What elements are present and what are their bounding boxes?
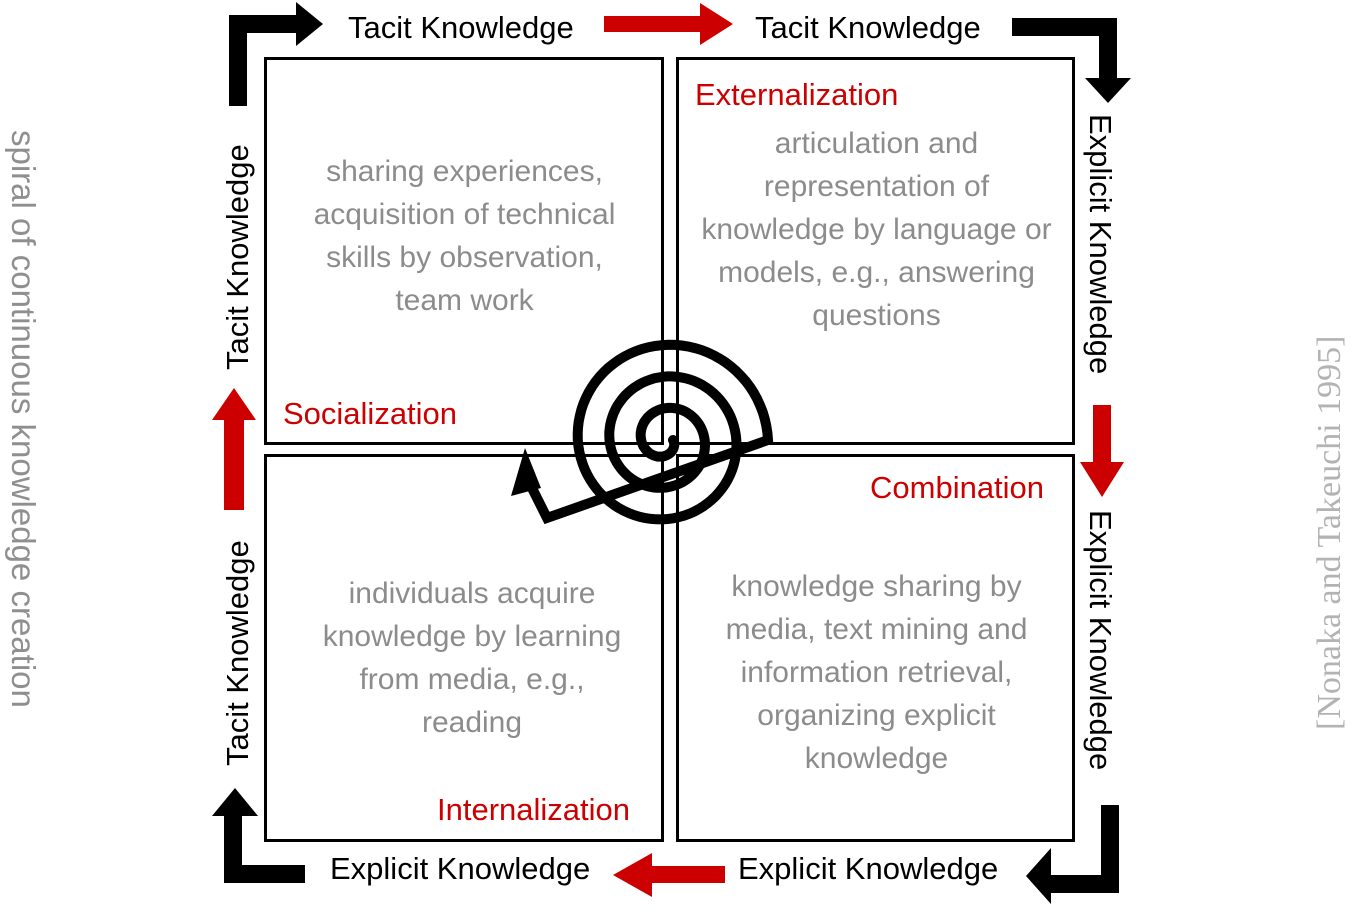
spiral-arrowhead: [511, 448, 541, 496]
flow-label-right-bottom-box: Explicit Knowledge: [1082, 510, 1120, 784]
socialization-title: Socialization: [283, 396, 458, 431]
knowledge-spiral: [527, 339, 774, 525]
citation-box: [Nonaka and Takeuchi 1995]: [1311, 168, 1355, 730]
corner-arrow-top-left: [229, 2, 323, 106]
quadrant-socialization: sharing experiences, acquisition of tech…: [264, 57, 664, 445]
flow-label-left-top-box: Tacit Knowledge: [220, 134, 258, 370]
combination-title: Combination: [870, 470, 1045, 505]
flow-label-left-bottom-box: Tacit Knowledge: [220, 530, 258, 766]
red-arrows: [212, 3, 1124, 897]
flow-label-right-top: Explicit Knowledge: [1083, 114, 1118, 375]
red-arrow-right: [604, 3, 733, 45]
internalization-description: individuals acquire knowledge by learnin…: [322, 577, 622, 739]
flow-label-bottom-right: Explicit Knowledge: [738, 851, 999, 886]
corner-arrow-bottom-left: [212, 788, 305, 883]
externalization-title: Externalization: [695, 77, 899, 112]
red-arrow-left: [613, 853, 725, 897]
flow-label-top-right: Tacit Knowledge: [755, 10, 981, 45]
combination-description: knowledge sharing by media, text mining …: [725, 570, 1028, 775]
corner-arrow-top-right: [1012, 18, 1131, 103]
flow-label-bottom-left: Explicit Knowledge: [330, 851, 591, 886]
externalization-description: articulation and representation of knowl…: [701, 127, 1052, 332]
corner-arrow-bottom-right: [1026, 805, 1119, 904]
citation: [Nonaka and Takeuchi 1995]: [1311, 335, 1348, 730]
flow-label-left-top: Tacit Knowledge: [220, 144, 255, 370]
socialization-description: sharing experiences, acquisition of tech…: [313, 155, 616, 317]
red-arrow-up: [212, 388, 256, 510]
quadrant-combination: Combination knowledge sharing by media, …: [676, 454, 1075, 842]
flow-label-top-left: Tacit Knowledge: [348, 10, 574, 45]
internalization-title: Internalization: [437, 792, 631, 827]
flow-label-right-top-box: Explicit Knowledge: [1082, 114, 1120, 388]
side-title-box: spiral of continuous knowledge creation: [4, 130, 44, 778]
side-title: spiral of continuous knowledge creation: [5, 130, 42, 708]
flow-label-left-bottom: Tacit Knowledge: [220, 540, 255, 766]
flow-label-right-bottom: Explicit Knowledge: [1083, 510, 1118, 771]
corner-arrows: [212, 2, 1131, 904]
red-arrow-down: [1080, 405, 1124, 497]
quadrant-internalization: individuals acquire knowledge by learnin…: [264, 454, 664, 842]
